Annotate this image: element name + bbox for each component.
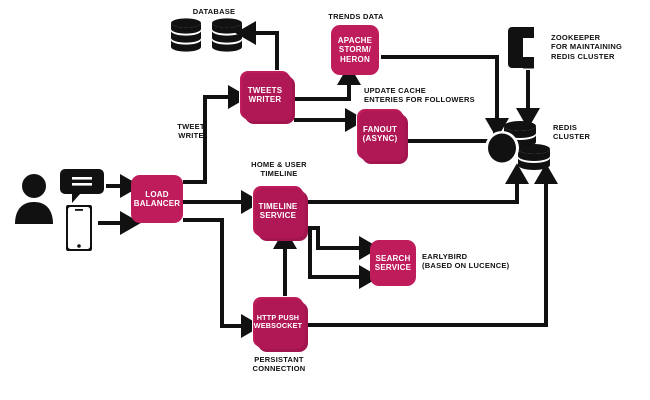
node-load-balancer[interactable]: LOAD BALANCER bbox=[131, 175, 183, 223]
redis-cluster-icon bbox=[484, 118, 558, 182]
label-tweet-write: TWEET WRITE bbox=[177, 122, 205, 141]
wire-lb-to-tweets-writer bbox=[183, 85, 249, 184]
node-load-balancer-label: LOAD BALANCER bbox=[133, 189, 181, 208]
label-redis-cluster: REDIS CLUSTER bbox=[553, 123, 591, 142]
wire-tweets-writer-to-storm bbox=[294, 64, 361, 101]
node-timeline-service[interactable]: TIMELINE SERVICE bbox=[252, 185, 308, 241]
wire-timeline-to-search-b bbox=[308, 228, 380, 289]
wire-http-push-to-redis bbox=[304, 163, 558, 327]
zookeeper-bracket-icon bbox=[507, 26, 543, 70]
node-timeline-service-label: TIMELINE SERVICE bbox=[258, 201, 298, 220]
label-database: DATABASE bbox=[192, 7, 236, 16]
wire-timeline-to-redis bbox=[304, 163, 529, 204]
node-fanout-label: FANOUT (ASYNC) bbox=[362, 124, 398, 143]
label-update-cache: UPDATE CACHE ENTERIES FOR FOLLOWERS bbox=[364, 86, 475, 105]
mobile-phone-icon bbox=[66, 205, 92, 251]
wire-lb-to-http-push bbox=[183, 218, 262, 338]
label-persistant-connection: PERSISTANT CONNECTION bbox=[252, 355, 306, 374]
node-search-service[interactable]: SEARCH SERVICE bbox=[370, 240, 416, 286]
user-icon bbox=[14, 172, 54, 228]
node-search-service-label: SEARCH SERVICE bbox=[374, 253, 412, 272]
label-trends-data: TRENDS DATA bbox=[328, 12, 384, 21]
label-zookeeper: ZOOKEEPER FOR MAINTAINING REDIS CLUSTER bbox=[551, 33, 623, 61]
node-http-push-websocket-label: HTTP PUSH WEBSOCKET bbox=[253, 312, 303, 330]
database-icon bbox=[170, 18, 244, 56]
wire-tweets-writer-to-db bbox=[235, 21, 279, 70]
node-tweets-writer[interactable]: TWEETS WRITER bbox=[239, 70, 295, 124]
message-bubble-icon bbox=[60, 168, 104, 204]
label-earlybird: EARLYBIRD (BASED ON LUCENCE) bbox=[422, 252, 510, 271]
wire-timeline-to-search-a bbox=[304, 226, 380, 260]
node-apache-storm-heron[interactable]: APACHE STORM/ HERON bbox=[331, 25, 379, 75]
node-tweets-writer-label: TWEETS WRITER bbox=[247, 85, 283, 104]
node-fanout[interactable]: FANOUT (ASYNC) bbox=[356, 108, 408, 164]
node-apache-storm-heron-label: APACHE STORM/ HERON bbox=[337, 35, 373, 64]
label-home-user-timeline: HOME & USER TIMELINE bbox=[251, 160, 307, 179]
wire-storm-to-redis bbox=[381, 55, 509, 139]
node-http-push-websocket[interactable]: HTTP PUSH WEBSOCKET bbox=[252, 296, 308, 352]
